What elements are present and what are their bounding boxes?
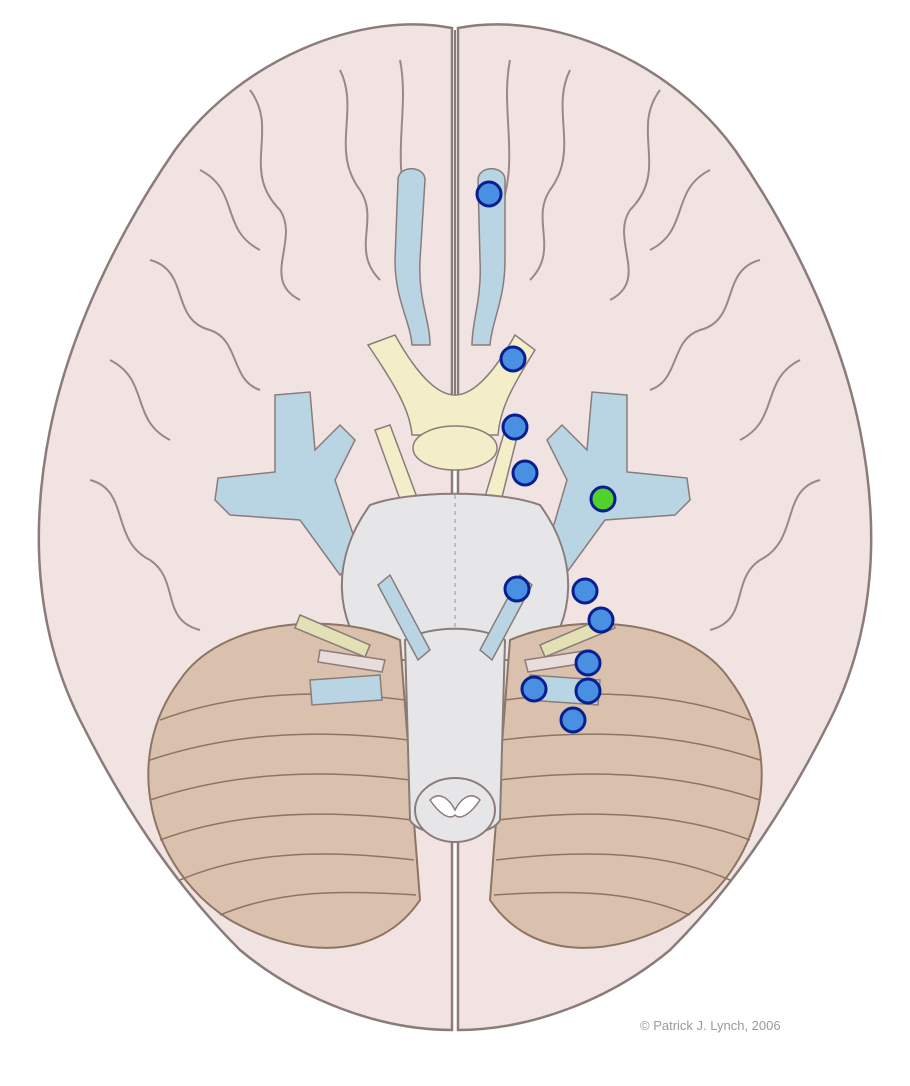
optic-chiasm bbox=[366, 333, 537, 506]
marker-trigeminal-medial[interactable] bbox=[503, 575, 531, 603]
marker-glossopharyngeal[interactable] bbox=[574, 677, 602, 705]
marker-facial-nerve[interactable] bbox=[587, 606, 615, 634]
cerebellum bbox=[147, 622, 763, 949]
marker-vagus[interactable] bbox=[559, 706, 587, 734]
marker-trigeminal-lateral[interactable] bbox=[571, 577, 599, 605]
copyright-credit: © Patrick J. Lynch, 2006 bbox=[640, 1018, 781, 1033]
olfactory-tracts bbox=[394, 168, 506, 346]
markers bbox=[475, 180, 617, 734]
marker-optic-tract[interactable] bbox=[511, 459, 539, 487]
marker-vestibulocochlear[interactable] bbox=[574, 649, 602, 677]
marker-optic-nerve[interactable] bbox=[499, 345, 527, 373]
marker-glossopharyngeal-medial[interactable] bbox=[520, 675, 548, 703]
medulla bbox=[403, 627, 507, 843]
marker-optic-chiasm[interactable] bbox=[501, 413, 529, 441]
marker-temporal-lobe[interactable] bbox=[589, 485, 617, 513]
marker-olfactory-bulb[interactable] bbox=[475, 180, 503, 208]
